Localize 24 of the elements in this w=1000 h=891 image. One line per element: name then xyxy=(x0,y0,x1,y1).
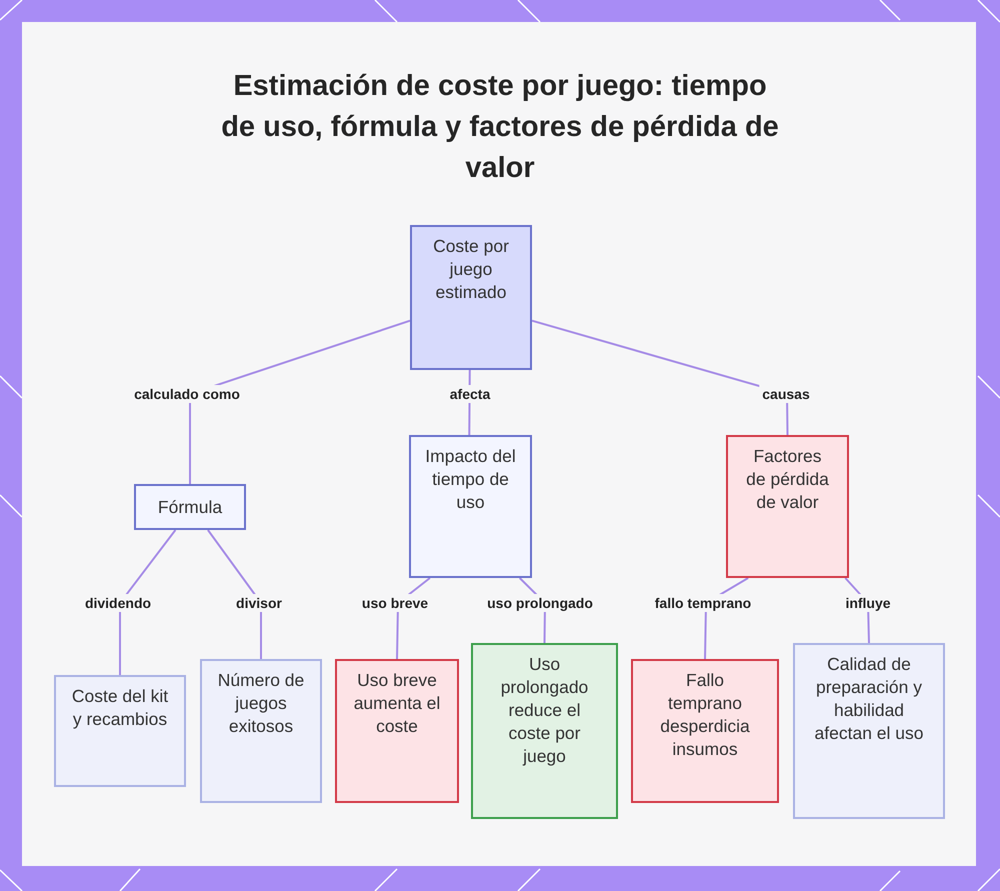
concept-box xyxy=(335,659,459,803)
connector-line xyxy=(119,529,176,675)
node-text: Coste por juego estimado xyxy=(432,235,510,304)
concept-box xyxy=(409,435,532,578)
title: Estimación de coste por juego: tiempo de uso, fórmula y factores de pérdida de valor xyxy=(220,69,780,186)
concept-box xyxy=(134,484,246,530)
concept-box xyxy=(726,435,849,578)
node-text: Factores de pérdida de valor xyxy=(745,445,830,514)
node-text: Fórmula xyxy=(156,496,224,518)
concept-box xyxy=(54,675,186,787)
connector-line xyxy=(207,529,262,659)
connector-line xyxy=(189,320,410,484)
concept-box xyxy=(631,659,779,803)
node-text: Calidad de preparación y habilidad afectan el uso xyxy=(814,653,924,745)
node-text: Fallo temprano desperdicia insumos xyxy=(659,669,751,761)
concept-box xyxy=(200,659,322,803)
node-text: Coste del kit y recambios xyxy=(70,685,170,731)
node-text: Uso breve aumenta el coste xyxy=(352,669,442,738)
node-text: Uso prolongado reduce el coste por juego xyxy=(500,653,590,768)
node-text: Impacto del tiempo de uso xyxy=(424,445,517,514)
node-text: Número de juegos exitosos xyxy=(216,669,306,738)
concept-box xyxy=(471,643,618,819)
concept-box xyxy=(410,225,532,370)
concept-box xyxy=(793,643,945,819)
